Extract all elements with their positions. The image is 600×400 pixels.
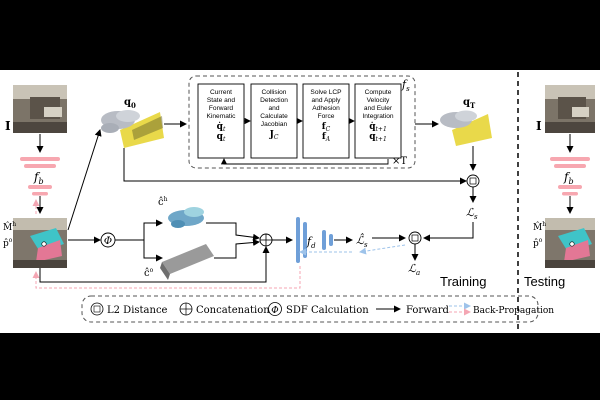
input-image-left <box>13 85 67 133</box>
symbol-times-T: ×T <box>392 156 407 167</box>
label-training: Training <box>440 274 486 289</box>
symbol-q0: q0 <box>124 97 136 110</box>
initial-hand-render <box>101 110 164 148</box>
fs-simulator-container <box>188 75 416 169</box>
l2-distance-node-top <box>466 174 480 188</box>
concat-node <box>259 233 273 247</box>
arrow-prediction-to-q0 <box>67 129 102 231</box>
symbol-co: ĉo <box>144 267 154 279</box>
arrow-sdf-to-co <box>143 240 163 262</box>
hand-sdf-render <box>168 207 204 228</box>
step-box-3-line: Solve LCP <box>310 89 342 96</box>
arrow-q0-to-l2 <box>123 148 467 185</box>
symbol-qT: qT <box>463 97 476 110</box>
symbol-Ls-hat: ℒ̂s <box>356 233 368 249</box>
arrow-Ls-to-l2-bottom <box>423 222 474 242</box>
step-box-3-line: Force <box>318 113 335 120</box>
symbol-La: ℒa <box>408 262 420 277</box>
arrow-co-to-concat <box>214 239 260 259</box>
symbol-I-right: I <box>536 119 542 133</box>
step-box-3-line: and Apply <box>312 97 342 104</box>
step-box-1-line: Forward <box>209 105 234 112</box>
step-box-2-line: Collision <box>262 89 287 96</box>
step-box-1-math: qt <box>217 132 226 143</box>
symbol-Ls: ℒs <box>466 206 478 221</box>
symbol-p-right: p̂o <box>533 237 543 249</box>
legend-concat-label: Concatenation <box>196 305 270 316</box>
object-sdf-render <box>160 244 214 280</box>
step-box-3-line: Adhesion <box>312 105 340 112</box>
legend-concat-icon <box>179 302 193 316</box>
legend-l2-label: L2 Distance <box>107 305 168 316</box>
step-box-4-math: q̇t+1 <box>369 121 387 133</box>
step-box-4-line: and Euler <box>364 105 393 112</box>
final-hand-render <box>440 110 492 146</box>
symbol-ch: ĉh <box>158 196 168 208</box>
legend-sdf-icon: Φ <box>268 302 282 316</box>
label-testing: Testing <box>524 274 565 289</box>
step-box-2-line: Jacobian <box>261 121 288 128</box>
fb-network-left <box>20 157 60 196</box>
symbol-fb-left: fb <box>33 170 44 186</box>
fd-network <box>296 217 333 263</box>
input-image-right <box>545 85 595 133</box>
svg-text:Φ: Φ <box>271 306 278 316</box>
step-box-2-math: JC <box>269 130 279 141</box>
step-box-3-math: fC <box>322 122 331 133</box>
symbol-phi: Φ <box>104 236 112 247</box>
sdf-node: Φ <box>100 232 116 248</box>
symbol-fb-right: fb <box>563 170 574 186</box>
legend-backprop-label: Back-Propagation <box>473 306 554 316</box>
arrow-iteration-loop <box>220 158 389 165</box>
arrow-prediction-to-concat <box>39 246 270 283</box>
fb-network-right <box>550 157 590 196</box>
symbol-p-left: p̂o <box>3 237 13 249</box>
arrow-sdf-to-ch <box>115 219 163 241</box>
prediction-image-right <box>545 218 595 268</box>
legend-l2-icon <box>90 302 104 316</box>
symbol-fs: fs <box>401 78 410 93</box>
step-box-3-math: fA <box>322 132 331 143</box>
symbol-fd: fd <box>306 235 316 250</box>
l2-distance-node-bottom <box>408 231 422 245</box>
backprop-arrow-pink-main <box>32 266 301 289</box>
step-box-4-math: qt+1 <box>369 132 387 143</box>
symbol-I-left: I <box>5 119 11 133</box>
symbol-M-left: M̂h <box>3 221 16 233</box>
step-box-4-line: Integration <box>362 113 393 120</box>
legend-forward-label: Forward <box>406 305 449 316</box>
step-box-2-line: Detection <box>260 97 288 104</box>
step-box-1-math: q̇t <box>217 121 226 133</box>
step-box-4-line: Velocity <box>367 97 390 104</box>
figure-panel <box>0 70 600 333</box>
step-box-4-line: Compute <box>365 89 392 96</box>
symbol-M-right: M̂h <box>533 221 546 233</box>
legend-sdf-label: SDF Calculation <box>286 305 369 316</box>
backprop-arrow-blue-1 <box>359 244 406 255</box>
step-box-1-line: Kinematic <box>207 113 237 120</box>
prediction-image-left <box>13 218 67 268</box>
step-box-1-line: Current <box>210 89 232 96</box>
step-box-2-line: Calculate <box>260 113 288 120</box>
step-box-2-line: and <box>268 105 279 112</box>
step-box-1-line: State and <box>207 97 236 104</box>
arrow-ch-to-concat <box>206 222 260 241</box>
legend-box <box>81 295 539 323</box>
